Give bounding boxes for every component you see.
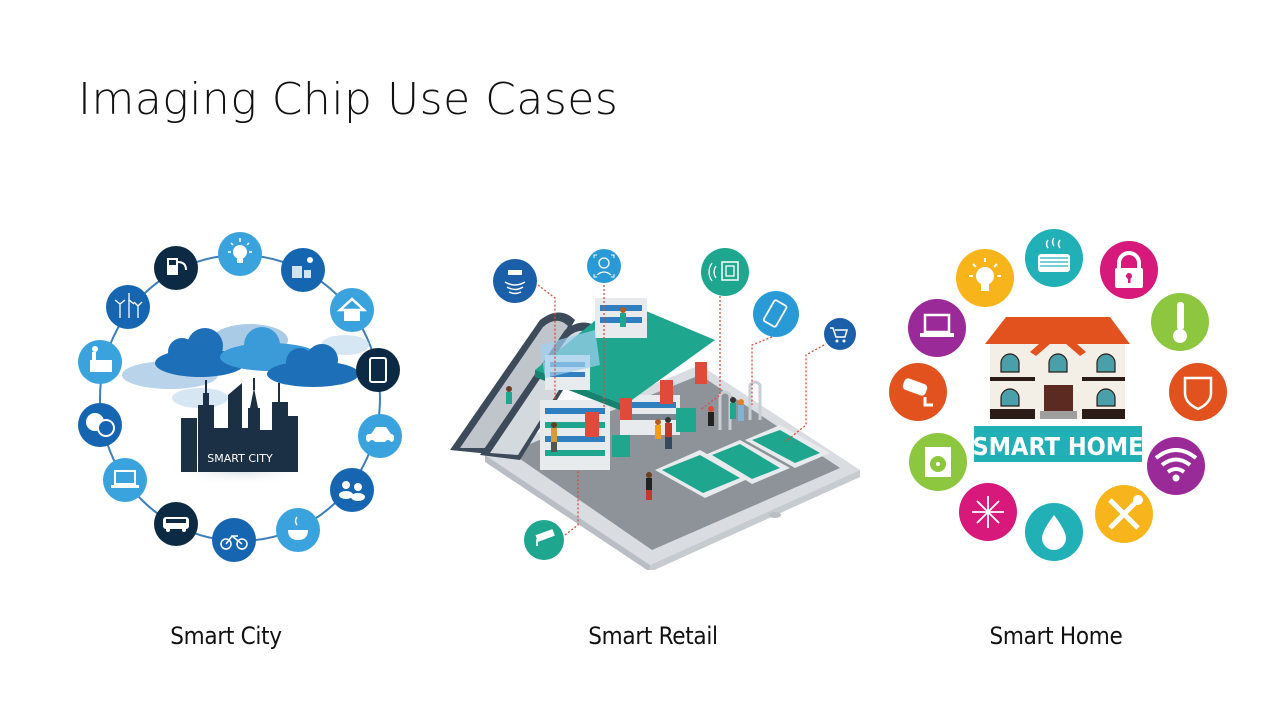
padlock-icon [1100, 241, 1158, 299]
heater-icon [1025, 229, 1083, 287]
caption-smart-retail: Smart Retail [588, 622, 718, 650]
wind-turbine-icon [106, 285, 150, 329]
solar-panel-icon [281, 248, 325, 292]
caption-smart-city: Smart City [170, 622, 282, 650]
smart-home-label: SMART HOME [972, 432, 1143, 461]
security-camera-icon [889, 363, 947, 421]
security-gates [718, 380, 762, 430]
bus-icon [154, 502, 198, 546]
snowflake-icon [959, 483, 1017, 541]
chat-bubbles-icon [78, 403, 122, 447]
fan-icon [909, 433, 967, 491]
smart-home-graphic: SMART HOME [880, 220, 1240, 570]
banners [585, 362, 707, 437]
checkout-counters [655, 425, 830, 498]
caption-smart-home: Smart Home [989, 622, 1123, 650]
bicycle-icon [212, 518, 256, 562]
fuel-station-icon [154, 246, 198, 290]
tools-icon [1095, 485, 1153, 543]
car-icon [358, 414, 402, 458]
cctv-camera-icon [524, 520, 564, 560]
shoppers [506, 307, 744, 500]
laptop-icon [908, 299, 966, 357]
rfid-tag-icon [701, 248, 749, 296]
shopping-cart-icon [824, 318, 856, 350]
connector-lines [537, 284, 825, 536]
factory-icon [78, 340, 122, 384]
smart-city-label: SMART CITY [207, 452, 273, 465]
people-icon [330, 468, 374, 512]
coffee-cup-icon [276, 508, 320, 552]
face-recognition-icon [587, 249, 621, 283]
laptop-icon [103, 458, 147, 502]
mobile-payment-icon [753, 291, 799, 337]
house-illustration [985, 317, 1130, 419]
slide-title: Imaging Chip Use Cases [78, 74, 619, 125]
thermometer-icon [1151, 293, 1209, 351]
smart-city-graphic: SMART CITY [60, 220, 430, 570]
water-drop-icon [1025, 503, 1083, 561]
skyline-icon [181, 378, 298, 472]
clouds-icon [122, 324, 369, 408]
home-icon [330, 288, 374, 332]
wifi-icon [1147, 437, 1205, 495]
shield-icon [1169, 363, 1227, 421]
tablet-icon [356, 348, 400, 392]
security-sensor-icon [493, 259, 537, 303]
smart-retail-graphic [440, 240, 870, 570]
lightbulb-icon [218, 232, 262, 276]
lightbulb-icon [956, 249, 1014, 307]
crates [612, 408, 696, 457]
smart-home-banner [974, 426, 1142, 462]
